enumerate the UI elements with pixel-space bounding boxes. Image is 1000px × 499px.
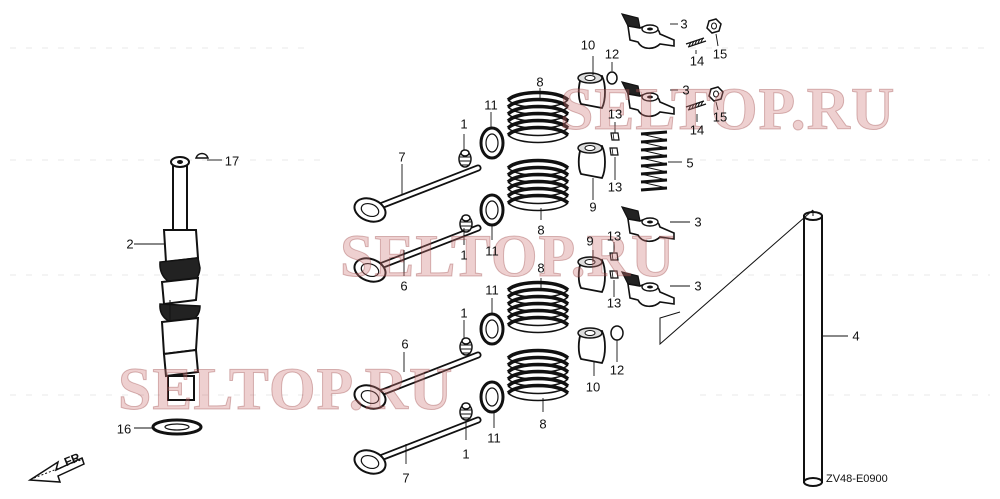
rocker-arm [621, 81, 675, 118]
callout-16: 16 [116, 421, 132, 437]
callout-8: 8 [537, 222, 545, 238]
valve-lower-7 [351, 420, 478, 478]
spring-seat-washer [479, 193, 505, 227]
callout-3: 3 [694, 214, 702, 230]
callout-13: 13 [606, 228, 622, 244]
callout-6: 6 [401, 336, 409, 352]
callout-3: 3 [680, 16, 688, 32]
callout-4: 4 [852, 328, 860, 344]
lock-nut [706, 18, 722, 34]
callout-10: 10 [585, 379, 601, 395]
spring-retainer [577, 327, 606, 364]
callout-2: 2 [126, 236, 134, 252]
valve-intake-6a [351, 228, 478, 286]
valve-intake-6b [351, 355, 478, 413]
valve-keeper [609, 147, 619, 156]
spring-seat-washer [479, 312, 505, 346]
stem-seal [458, 149, 472, 168]
callout-3: 3 [694, 278, 702, 294]
callout-14: 14 [689, 53, 705, 69]
stem-seal [459, 337, 473, 356]
valve-cap [610, 325, 624, 341]
callout-13: 13 [606, 295, 622, 311]
valve-keeper [609, 270, 619, 279]
callout-8: 8 [537, 260, 545, 276]
valve-spring [506, 90, 570, 145]
valve-keeper [610, 132, 620, 141]
callout-7: 7 [402, 470, 410, 486]
stem-seal [459, 402, 473, 421]
spring-seat-washer [479, 126, 505, 160]
callout-8: 8 [539, 416, 547, 432]
callout-11: 11 [484, 97, 498, 113]
thrust-washer [151, 418, 203, 436]
valve-cap [606, 71, 618, 85]
valve-upper-7 [351, 168, 478, 226]
callout-12: 12 [604, 46, 620, 62]
background-ghost-text [10, 47, 990, 396]
adjusting-screw [685, 100, 707, 111]
callout-7: 7 [398, 149, 406, 165]
callout-1: 1 [462, 446, 470, 462]
callout-17: 17 [224, 153, 240, 169]
callout-6: 6 [400, 278, 408, 294]
adjusting-screw [685, 37, 707, 48]
callout-11: 11 [487, 430, 501, 446]
callout-14: 14 [689, 122, 705, 138]
rocker-arm [621, 13, 675, 50]
callout-1: 1 [460, 305, 468, 321]
lock-nut [708, 86, 724, 102]
callout-9: 9 [589, 199, 597, 215]
spring-retainer [577, 256, 606, 293]
valve-spring [506, 280, 570, 335]
callout-15: 15 [712, 109, 728, 125]
callout-13: 13 [607, 179, 623, 195]
callout-13: 13 [607, 106, 623, 122]
woodruff-key [194, 152, 210, 159]
callout-15: 15 [712, 46, 728, 62]
rocker-spring [640, 130, 668, 192]
callout-10: 10 [580, 37, 596, 53]
spring-retainer [577, 72, 606, 109]
leader-lines [134, 23, 848, 464]
callout-1: 1 [460, 247, 468, 263]
front-arrow-icon [27, 456, 85, 483]
callout-11: 11 [485, 243, 499, 259]
camshaft [159, 156, 201, 401]
drawing-code: ZV48-E0900 [826, 473, 888, 485]
valve-keeper [609, 252, 619, 261]
callout-3: 3 [682, 82, 690, 98]
callout-12: 12 [609, 362, 625, 378]
callout-8: 8 [536, 74, 544, 90]
spring-retainer [577, 142, 606, 179]
rocker-arm [621, 206, 675, 243]
callout-11: 11 [485, 282, 499, 298]
spring-seat-washer [479, 380, 505, 414]
callout-1: 1 [460, 116, 468, 132]
push-rod [803, 211, 823, 487]
rocker-arm [621, 271, 675, 308]
valve-spring [506, 158, 570, 213]
reference-lines [659, 209, 814, 346]
callout-5: 5 [686, 155, 694, 171]
valve-spring [506, 348, 570, 403]
callout-9: 9 [586, 233, 594, 249]
stem-seal [459, 214, 473, 233]
